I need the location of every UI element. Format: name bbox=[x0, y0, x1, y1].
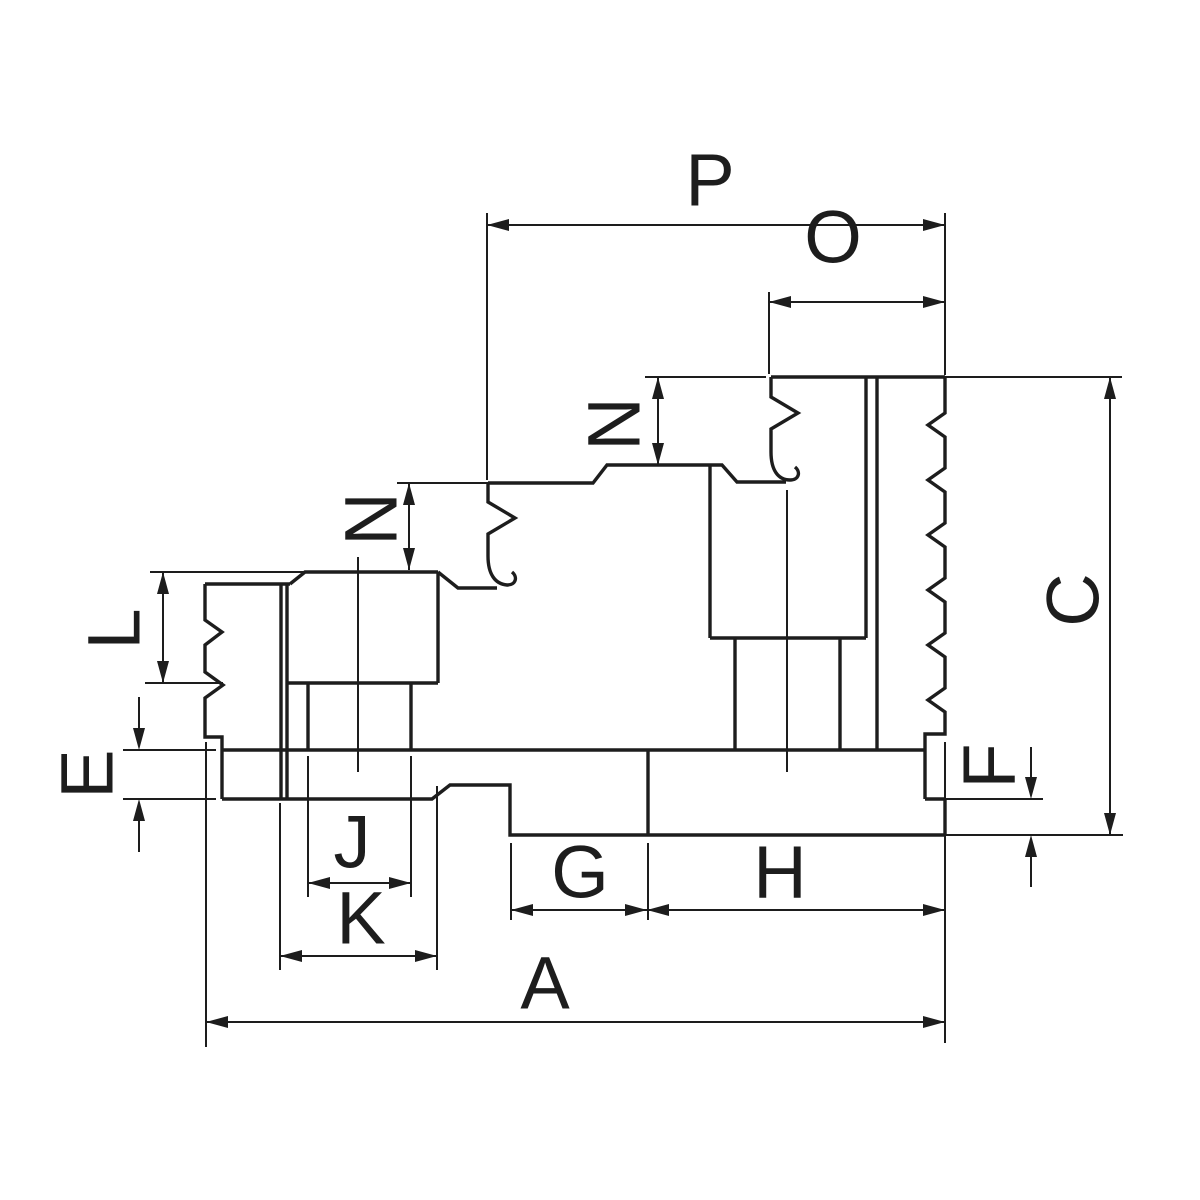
centerlines bbox=[357, 490, 788, 772]
left-serrated-block bbox=[203, 570, 497, 799]
arrow-k-right bbox=[415, 950, 437, 962]
arrow-h-left bbox=[647, 904, 669, 916]
arrow-j-right bbox=[389, 877, 411, 889]
arrow-e-bottom bbox=[133, 799, 145, 821]
dim-label-c: C bbox=[1032, 573, 1115, 626]
arrow-f-top bbox=[1025, 777, 1037, 799]
arrow-k-left bbox=[280, 950, 302, 962]
part-outline bbox=[203, 375, 947, 837]
arrow-g-left bbox=[511, 904, 533, 916]
arrow-l-top bbox=[157, 572, 169, 594]
base-plate bbox=[222, 748, 947, 837]
dim-label-k: K bbox=[336, 877, 385, 960]
dimension-arrowheads bbox=[133, 219, 1116, 1028]
arrow-c-bottom bbox=[1104, 813, 1116, 835]
arrow-p-left bbox=[487, 219, 509, 231]
dim-label-e: E bbox=[46, 749, 129, 798]
dim-label-a: A bbox=[520, 942, 570, 1025]
arrow-a-left bbox=[206, 1016, 228, 1028]
arrow-j-left bbox=[308, 877, 330, 889]
arrow-l-bottom bbox=[157, 661, 169, 683]
arrow-a-right bbox=[923, 1016, 945, 1028]
arrow-n-upper-bottom bbox=[652, 443, 664, 465]
right-jaw-block bbox=[708, 375, 945, 750]
dim-label-f: F bbox=[948, 743, 1031, 788]
dim-label-n-lower: N bbox=[330, 492, 413, 545]
arrow-o-left bbox=[769, 296, 791, 308]
arrow-n-lower-top bbox=[403, 483, 415, 505]
arrow-n-upper-top bbox=[652, 377, 664, 399]
middle-serrated-riser bbox=[486, 483, 519, 587]
dimension-and-extension-lines bbox=[123, 213, 1123, 1047]
dimension-labels: P O N N L E C F G H J K A bbox=[46, 139, 1115, 1025]
dim-label-o: O bbox=[804, 196, 862, 279]
arrow-f-bottom bbox=[1025, 835, 1037, 857]
dim-label-l: L bbox=[73, 608, 156, 649]
dimension-lines bbox=[123, 213, 1123, 1047]
arrow-p-right bbox=[923, 219, 945, 231]
dim-label-n-upper: N bbox=[573, 397, 656, 450]
arrow-e-top bbox=[133, 728, 145, 750]
right-serrated-face bbox=[923, 377, 947, 799]
arrow-h-right bbox=[923, 904, 945, 916]
upper-serrated-riser bbox=[769, 377, 802, 482]
dim-label-j: J bbox=[334, 801, 371, 884]
arrow-n-lower-bottom bbox=[403, 548, 415, 570]
dim-label-h: H bbox=[753, 831, 806, 914]
step-surfaces bbox=[488, 463, 786, 485]
arrow-o-right bbox=[923, 296, 945, 308]
dim-label-p: P bbox=[685, 139, 734, 222]
dim-label-g: G bbox=[551, 831, 609, 914]
arrow-c-top bbox=[1104, 377, 1116, 399]
arrow-g-right bbox=[625, 904, 647, 916]
